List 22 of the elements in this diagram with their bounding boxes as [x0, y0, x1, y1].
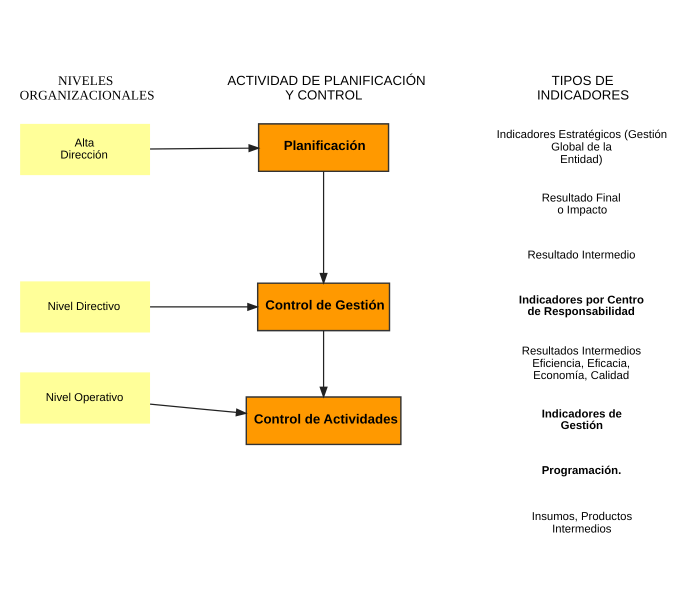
label: ACTIVIDAD DE PLANIFICACIÓN Y CONTROL: [227, 73, 426, 102]
label: Resultado Intermedio: [527, 250, 636, 262]
label: Indicadores por Centro de Responsabilidad: [518, 294, 644, 318]
arrow: [319, 171, 328, 285]
label: Insumos, Productos Intermedios: [532, 510, 632, 536]
node-box: Alta Dirección: [20, 124, 150, 176]
label: Resultado Final o Impacto: [542, 192, 621, 217]
label: TIPOS DE INDICADORES: [536, 73, 630, 102]
label: Indicadores Estratégicos (Gestión Global de la Entidad): [496, 129, 668, 166]
label: Resultados Intermedios Eficiencia, Eficacia, Economía, Calidad: [522, 345, 642, 382]
node-box: Control de Gestión: [256, 282, 390, 332]
label: Programación.: [542, 464, 622, 477]
label: Indicadores de Gestión: [542, 408, 622, 432]
arrow: [150, 302, 260, 312]
node-box: Nivel Operativo: [20, 372, 150, 424]
arrow: [319, 330, 328, 399]
arrow: [150, 404, 248, 417]
node-box: Control de Actividades: [246, 396, 402, 446]
arrow: [150, 144, 260, 152]
label: NIVELES ORGANIZACIONALES: [20, 73, 155, 102]
node-box: Nivel Directivo: [20, 281, 150, 333]
node-box: Planificación: [258, 123, 390, 172]
